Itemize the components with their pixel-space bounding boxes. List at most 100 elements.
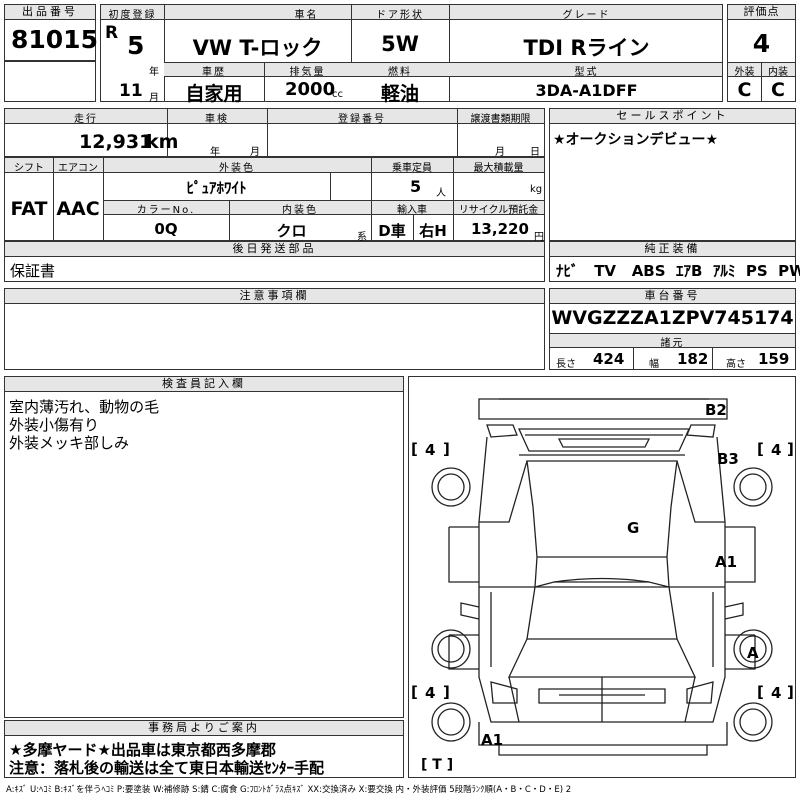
aircon-label: エアコン: [58, 163, 98, 174]
row2-table: 走行 車検 登録番号 譲渡書類期限 12,931 km 年 月 月 日: [4, 108, 545, 158]
tire-rear-right-close: ]: [787, 683, 798, 701]
interior-grade: C: [771, 79, 785, 101]
equipment-box: 純正装備 ﾅﾋﾞ TV ABS ｴｱB ｱﾙﾐ PS PW: [549, 241, 800, 282]
damage-label-right-side: A1: [715, 553, 738, 571]
int-color-unit: 系: [357, 232, 367, 243]
car-damage-diagram: [ 4 ] [ 4 ] [ 4 ] [ 4 ] B2 B3 G A1 A A1 …: [408, 376, 796, 778]
tire-rear-left-open: [: [411, 683, 422, 701]
equipment-pw: PW: [778, 262, 800, 280]
capacity-unit: 人: [436, 188, 446, 199]
sales-point-box: セールスポイント ★オークションデビュー★: [549, 108, 796, 241]
ext-color-label: 外装色: [219, 163, 255, 174]
inspector-box: 検査員記入欄 室内薄汚れ、動物の毛 外装小傷有り 外装メッキ部しみ: [4, 376, 404, 718]
color-no: 0Q: [154, 220, 178, 238]
inspection-label: 車検: [205, 114, 229, 125]
length: 424: [593, 350, 625, 368]
score-label: 評価点: [728, 5, 795, 20]
later-parts-box: 後日発送部品 保証書: [4, 241, 545, 282]
office-line-2: 注意：落札後の輸送は全て東日本輸送ｾﾝﾀｰ手配: [9, 759, 325, 777]
model-label: 型式: [574, 67, 599, 78]
score-value: 4: [752, 29, 771, 58]
damage-label-front-left: A1: [481, 731, 504, 749]
equipment-tv: TV: [594, 262, 617, 280]
color-no-label: カラーNo.: [136, 205, 196, 216]
notes-box: 注意事項欄: [4, 288, 545, 370]
tire-front-right-close: ]: [787, 440, 798, 458]
history-label: 車歴: [202, 67, 226, 78]
width-label: 幅: [649, 359, 659, 370]
legend: A:ｷｽﾞ U:ﾍｺﾐ B:ｷｽﾞを伴うﾍｺﾐ P:要塗装 W:補修跡 S:錆 …: [6, 785, 572, 795]
tire-rear-left-close: ]: [443, 683, 454, 701]
equipment-label: 純正装備: [550, 242, 795, 257]
mileage-unit: km: [146, 131, 179, 153]
equipment-list: ﾅﾋﾞ TV ABS ｴｱB ｱﾙﾐ PS PW: [556, 260, 800, 281]
handle: 右H: [419, 222, 447, 240]
inspector-line-2: 外装小傷有り: [9, 416, 100, 434]
height: 159: [758, 350, 790, 368]
door-type-label: ドア形状: [376, 10, 424, 21]
vehicle-header-table: 初度登録 車名 ドア形状 グレード 車歴 排気量 燃料 型式 R 5 年 11 …: [100, 4, 723, 105]
damage-label-right-wheel: A: [747, 644, 759, 662]
door-type: 5W: [381, 32, 419, 56]
later-parts-value: 保証書: [10, 262, 56, 280]
capacity-label: 乗車定員: [392, 163, 432, 174]
spare-tire: [ T ]: [421, 757, 454, 773]
equipment-nav: ﾅﾋﾞ: [556, 262, 579, 280]
recycle-unit: 円: [534, 232, 544, 243]
equipment-alloy: ｱﾙﾐ: [712, 262, 736, 280]
chassis-label: 車台番号: [550, 289, 795, 304]
exterior-grade: C: [737, 79, 752, 101]
lot-number-box: 出品番号 81015: [4, 4, 98, 61]
damage-label-rear-right: B3: [717, 450, 739, 468]
tire-rear-left: 4: [425, 684, 436, 702]
chassis-box: 車台番号 WVGZZZA1ZPV745174 諸元 長さ 424 幅 182 高…: [549, 288, 796, 370]
transfer-month-unit: 月: [495, 147, 505, 158]
car-name: VW T-ロック: [192, 36, 323, 60]
recycle-amount: 13,220: [471, 220, 529, 238]
inspector-line-1: 室内薄汚れ、動物の毛: [9, 398, 160, 416]
aircon: AAC: [56, 198, 100, 220]
grade: TDI Rライン: [523, 36, 650, 60]
exterior-label: 外装: [734, 67, 755, 78]
tire-front-right: 4: [771, 441, 782, 459]
length-label: 長さ: [556, 359, 576, 370]
car-name-label: 車名: [294, 10, 319, 21]
row3-table: シフト エアコン 外装色 乗車定員 最大積載量 カラーNo. 内装色 輸入車 リ…: [4, 157, 545, 243]
max-load-label: 最大積載量: [473, 163, 524, 174]
inspection-year-unit: 年: [210, 147, 220, 158]
tire-front-right-open: [: [757, 440, 768, 458]
history: 自家用: [185, 83, 243, 105]
car-outline: [431, 398, 773, 756]
int-color: クロ: [276, 222, 307, 240]
tire-front-left-close: ]: [443, 440, 454, 458]
inspector-label: 検査員記入欄: [5, 377, 403, 392]
int-color-label: 内装色: [282, 205, 318, 216]
mileage: 12,931: [79, 131, 153, 153]
reg-no-label: 登録番号: [338, 114, 386, 125]
displacement-unit: cc: [332, 89, 343, 100]
year-unit: 年: [149, 67, 159, 78]
lot-number-label: 出品番号: [5, 5, 95, 20]
first-reg-label: 初度登録: [108, 10, 157, 21]
score-box: 評価点 4 外装 内装 C C: [727, 4, 796, 102]
transfer-label: 譲渡書類期限: [470, 114, 531, 125]
damage-label-roof: G: [627, 519, 640, 537]
width: 182: [677, 350, 709, 368]
displacement: 2000: [285, 79, 336, 100]
import-type: D車: [378, 222, 406, 240]
grade-label: グレード: [562, 10, 611, 21]
lot-number: 81015: [11, 25, 98, 54]
office-box: 事務局よりご案内 ★多摩ヤード★出品車は東京都西多摩郡 注意：落札後の輸送は全て…: [4, 720, 404, 778]
mileage-label: 走行: [74, 114, 98, 125]
office-line-1: ★多摩ヤード★出品車は東京都西多摩郡: [9, 741, 276, 759]
month-unit: 月: [149, 93, 159, 104]
damage-label-rear: B2: [705, 401, 727, 419]
inspection-month-unit: 月: [250, 147, 260, 158]
equipment-airbag: ｴｱB: [676, 262, 703, 280]
lot-number-lower-box: [4, 61, 96, 102]
inspector-line-3: 外装メッキ部しみ: [9, 434, 130, 452]
later-parts-label: 後日発送部品: [5, 242, 544, 257]
tire-rear-right: 4: [771, 684, 782, 702]
first-reg-year: 5: [127, 31, 145, 60]
chassis-number: WVGZZZA1ZPV745174: [551, 307, 794, 329]
